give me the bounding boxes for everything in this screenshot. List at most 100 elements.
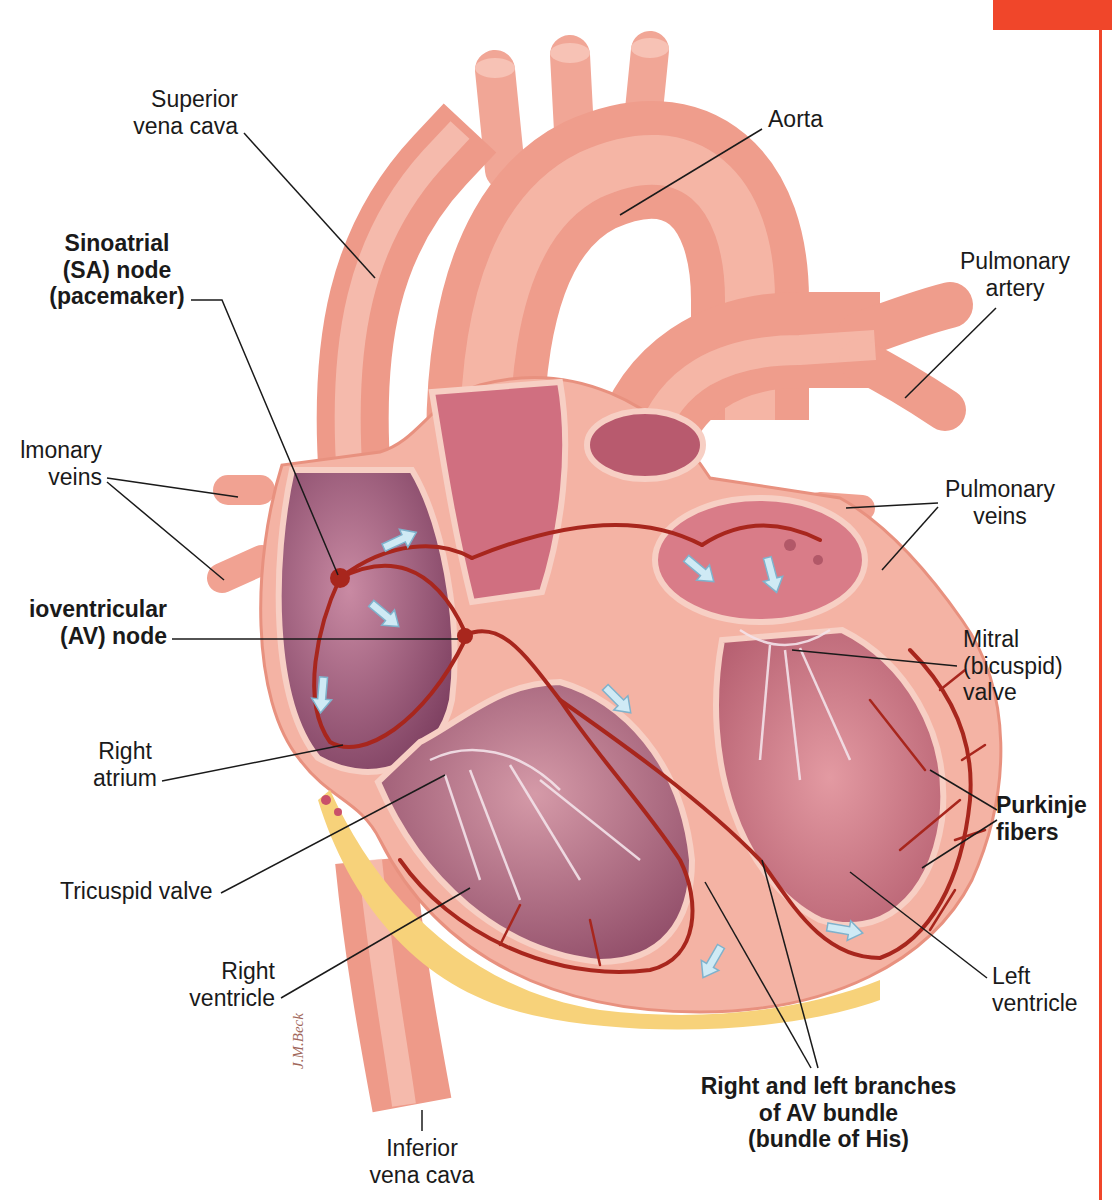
illustration-part xyxy=(281,888,470,998)
illustration-part xyxy=(785,650,800,780)
illustration-part xyxy=(784,539,796,551)
illustration-part xyxy=(550,43,590,63)
illustration-part xyxy=(705,882,811,1068)
illustration-part xyxy=(850,872,987,978)
part-label: Right ventricle xyxy=(165,958,275,1011)
illustration-part xyxy=(107,478,238,497)
illustration-part xyxy=(760,645,770,760)
illustration-part xyxy=(560,650,971,958)
illustration-part xyxy=(702,526,820,545)
part-label: Left ventricle xyxy=(992,963,1092,1016)
illustration-part xyxy=(261,378,1001,1012)
illustration-part xyxy=(882,507,938,570)
illustration-part xyxy=(310,676,333,714)
illustration-part xyxy=(587,411,703,479)
heart-body xyxy=(261,378,1001,1030)
illustration-part xyxy=(1099,30,1102,1200)
part-label: Sinoatrial (SA) node (pacemaker) xyxy=(47,230,187,310)
illustration-part xyxy=(620,129,762,215)
illustration-part xyxy=(900,800,960,850)
illustration-part xyxy=(905,308,996,398)
part-label: Superior vena cava xyxy=(113,86,238,139)
illustration-part xyxy=(472,525,702,558)
illustration-part xyxy=(162,745,343,781)
illustration-part xyxy=(340,566,465,632)
illustration-part xyxy=(314,578,465,747)
illustration-part xyxy=(940,670,965,690)
leader-lines xyxy=(107,129,997,1131)
label-holder: Pulmonary artery xyxy=(950,248,1080,301)
illustration-part xyxy=(590,920,600,965)
illustration-part xyxy=(955,830,985,840)
illustration-part xyxy=(870,700,925,770)
illustration-part xyxy=(993,0,1112,30)
illustration-part xyxy=(228,475,260,505)
illustration-part xyxy=(800,648,850,760)
heart-chambers xyxy=(279,382,944,962)
label-holder: Superior vena cava xyxy=(113,86,238,139)
illustration-part xyxy=(470,770,520,900)
illustration-part xyxy=(846,503,938,508)
illustration-part xyxy=(378,682,692,962)
label-holder: Tricuspid valve xyxy=(60,878,213,905)
illustration-part xyxy=(758,555,787,595)
illustration-part xyxy=(379,523,420,556)
label-holder: ioventricular (AV) node xyxy=(22,596,167,649)
part-label: Right atrium xyxy=(80,738,170,791)
illustration-part xyxy=(813,555,823,565)
illustration-part xyxy=(340,546,472,578)
illustration-part xyxy=(540,780,640,860)
illustration-part xyxy=(475,58,515,78)
illustration-part xyxy=(792,650,957,666)
illustration-part xyxy=(500,905,520,945)
illustration-part xyxy=(365,596,405,634)
illustration-part xyxy=(330,568,350,588)
illustration-part xyxy=(655,498,865,622)
label-holder: Right and left branches of AV bundle xyxy=(696,1073,961,1126)
part-label: Tricuspid valve xyxy=(60,878,213,905)
label-holder: Right atrium xyxy=(80,738,170,791)
part-label: Purkinje fibers xyxy=(996,792,1096,845)
part-label: Inferior vena cava xyxy=(362,1135,482,1188)
illustration-part xyxy=(221,775,445,893)
label-holder: Inferior vena cava xyxy=(362,1135,482,1188)
label-holder: Purkinje fibers xyxy=(996,792,1096,845)
illustration-part xyxy=(922,820,997,868)
illustration-part xyxy=(334,808,342,816)
conduction-system xyxy=(314,525,985,972)
illustration-part xyxy=(321,795,331,805)
label-holder: Sinoatrial (SA) node (pacemaker) xyxy=(47,230,187,310)
label-holder: Pulmonary veins xyxy=(935,476,1065,529)
part-label: Right and left branches of AV bundle xyxy=(696,1073,961,1126)
illustration-part xyxy=(172,638,458,640)
label-holder: lmonary veins xyxy=(2,437,102,490)
illustration-part xyxy=(680,551,720,589)
illustration-part xyxy=(930,770,997,810)
illustration-part xyxy=(860,360,945,410)
illustration-part xyxy=(510,765,580,880)
heart-valves xyxy=(430,630,850,900)
artist-signature: J.M.Beck xyxy=(289,1013,307,1069)
label-holder: Mitral (bicuspid) valve xyxy=(963,626,1078,706)
illustration-part xyxy=(430,750,560,790)
illustration-part xyxy=(222,560,262,578)
illustration-part xyxy=(740,630,830,645)
illustration-part xyxy=(598,680,638,720)
part-label: lmonary veins xyxy=(2,437,102,490)
illustration-part xyxy=(826,917,865,943)
illustration-part xyxy=(457,628,473,644)
illustration-part xyxy=(400,631,692,972)
illustration-part xyxy=(762,860,818,1068)
illustration-part xyxy=(421,1110,423,1131)
page-frame xyxy=(993,0,1112,1200)
part-label: Pulmonary veins xyxy=(935,476,1065,529)
illustration-part xyxy=(495,70,505,170)
part-label: Aorta xyxy=(768,106,823,133)
illustration-part xyxy=(432,382,565,602)
part-label: Mitral (bicuspid) valve xyxy=(963,626,1078,706)
illustration-part xyxy=(694,941,729,982)
illustration-part xyxy=(244,133,375,278)
illustration-part xyxy=(631,38,669,58)
illustration-part xyxy=(716,630,943,925)
